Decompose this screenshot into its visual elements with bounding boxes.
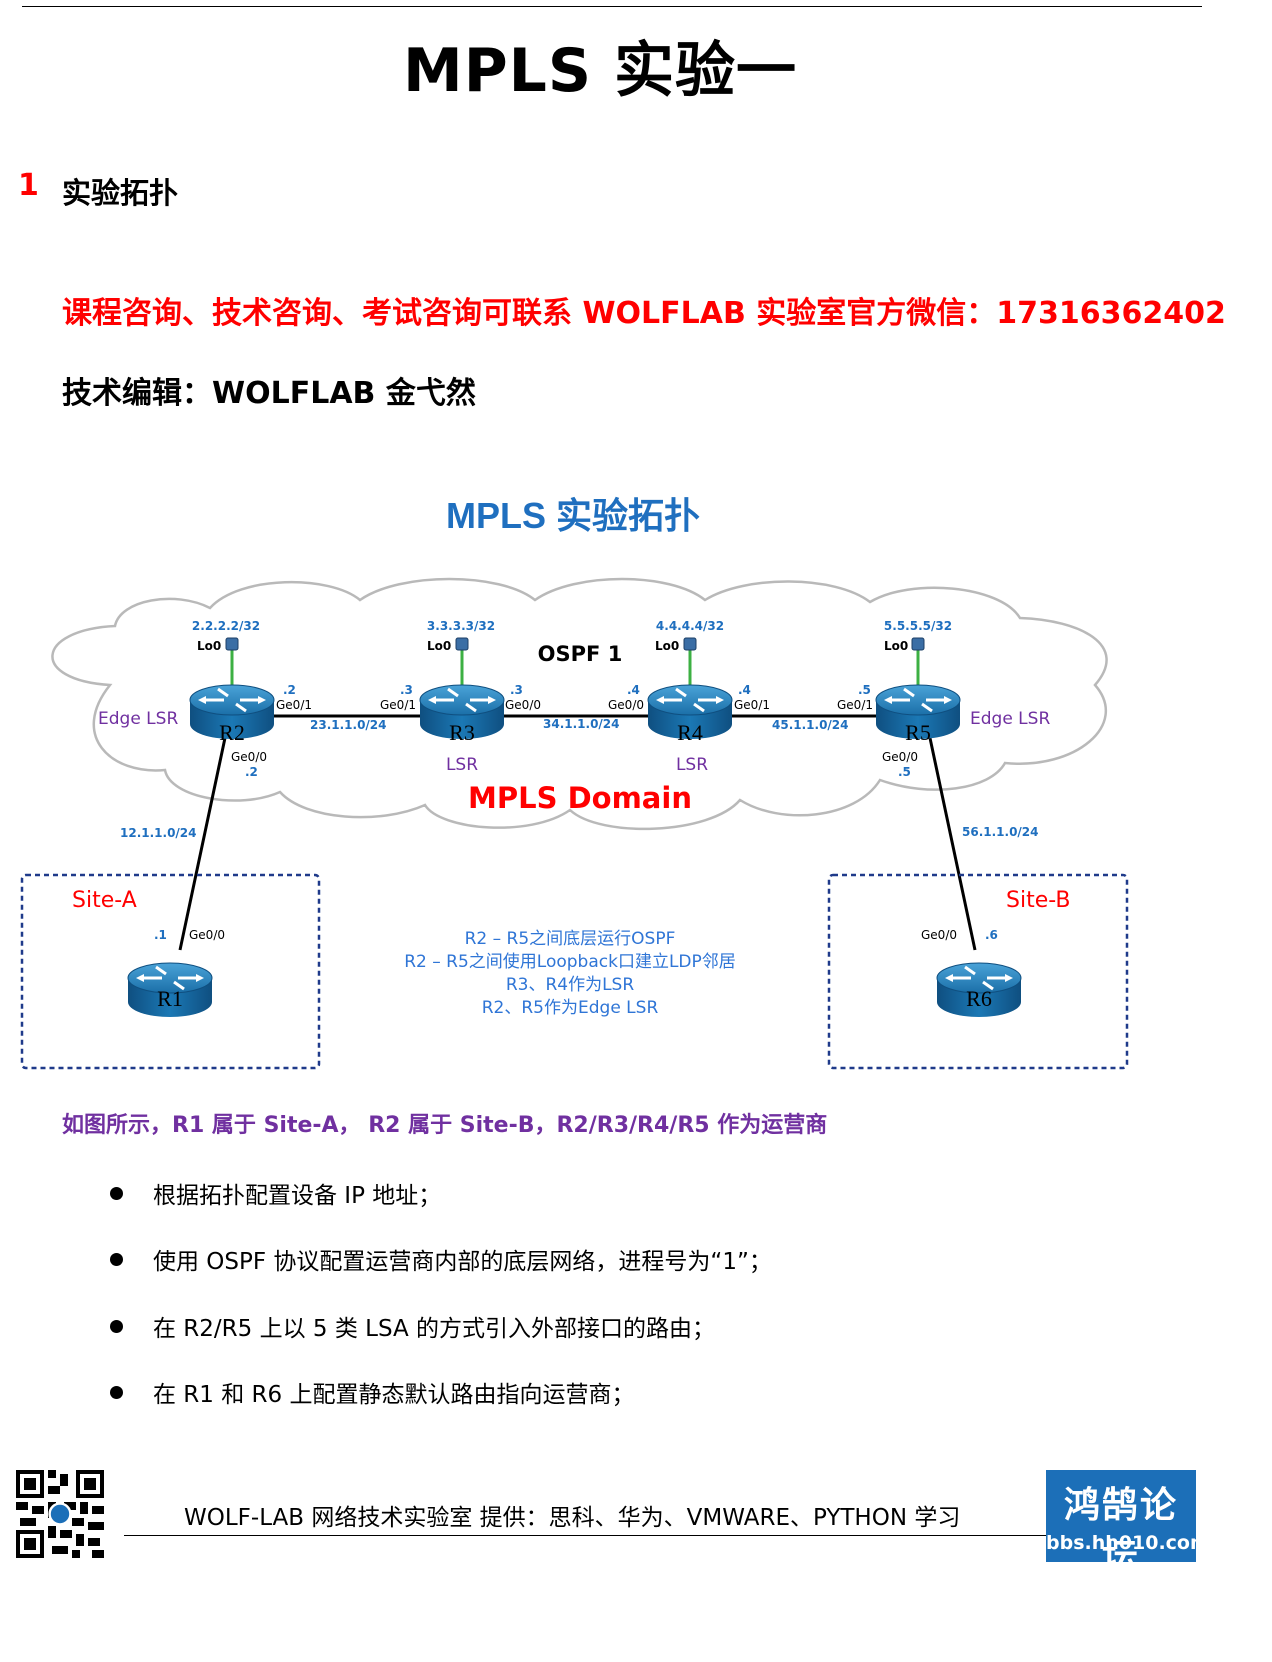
if-r5-ge01: Ge0/1 <box>837 698 873 712</box>
ip-r5-ge00: .5 <box>898 765 911 779</box>
site-b-box <box>827 873 1129 1070</box>
ip-r6-ge00: .6 <box>985 928 998 942</box>
if-r5-ge00: Ge0/0 <box>882 750 918 764</box>
ip-r4-ge00: .4 <box>627 683 640 697</box>
router-r3-label: R3 <box>449 720 475 745</box>
if-r3-ge00: Ge0/0 <box>505 698 541 712</box>
bullet-dot-icon <box>110 1252 123 1266</box>
router-r4-label: R4 <box>677 720 703 745</box>
subnet-r1-r2: 12.1.1.0/24 <box>120 826 197 840</box>
site-a-label: Site-A <box>72 888 137 913</box>
ip-r5-ge01: .5 <box>858 683 871 697</box>
footer-text: WOLF-LAB 网络技术实验室 提供：思科、华为、VMWARE、PYTHON … <box>184 1505 961 1531</box>
bullet-dot-icon <box>110 1319 123 1333</box>
ospf-cloud <box>51 577 1108 831</box>
loopback-r3-addr: 3.3.3.3/32 <box>427 619 495 633</box>
site-a-box <box>20 873 321 1070</box>
router-r2-label: R2 <box>219 720 245 745</box>
lo0-r5: Lo0 <box>884 639 908 653</box>
forum-logo: 鸿鹄论坛 bbs.hh010.com <box>1046 1470 1210 1578</box>
cloud-label: OSPF 1 <box>538 642 623 666</box>
bullet-text: 在 R2/R5 上以 5 类 LSA 的方式引入外部接口的路由； <box>153 1316 716 1342</box>
note-4: R2、R5作为Edge LSR <box>482 998 659 1018</box>
bullet-item: 根据拓扑配置设备 IP 地址； <box>110 1176 441 1210</box>
role-r3: LSR <box>446 755 478 775</box>
topology-diagram: MPLS 实验拓扑 OSPF 1 MPLS Domain R2 R3 R4 R5… <box>20 495 1129 1070</box>
contact-line: 课程咨询、技术咨询、考试咨询可联系 WOLFLAB 实验室官方微信：173163… <box>62 296 1226 331</box>
subnet-r4-r5: 45.1.1.0/24 <box>772 718 849 732</box>
bullet-item: 使用 OSPF 协议配置运营商内部的底层网络，进程号为“1”； <box>110 1242 772 1276</box>
logo-url: bbs.hh010.com <box>1046 1532 1210 1554</box>
section-title: 实验拓扑 <box>62 176 179 210</box>
lo0-r4: Lo0 <box>655 639 679 653</box>
site-b-label: Site-B <box>1006 888 1071 913</box>
ip-r2-ge01: .2 <box>283 683 296 697</box>
ip-r4-ge01: .4 <box>738 683 751 697</box>
logo-title: 鸿鹄论坛 <box>1063 1485 1178 1578</box>
subnet-r2-r3: 23.1.1.0/24 <box>310 718 387 732</box>
note-2: R2 – R5之间使用Loopback口建立LDP邻居 <box>404 951 736 972</box>
bullet-dot-icon <box>110 1186 123 1200</box>
bullet-text: 根据拓扑配置设备 IP 地址； <box>153 1183 442 1209</box>
router-r1-label: R1 <box>157 986 183 1011</box>
if-r6-ge00: Ge0/0 <box>921 928 957 942</box>
if-r2-ge00: Ge0/0 <box>231 750 267 764</box>
bullet-item: 在 R2/R5 上以 5 类 LSA 的方式引入外部接口的路由； <box>110 1309 715 1343</box>
diagram-caption: 如图所示，R1 属于 Site-A， R2 属于 Site-B，R2/R3/R4… <box>62 1113 828 1138</box>
router-r6-label: R6 <box>966 986 992 1011</box>
editor-line: 技术编辑：WOLFLAB 金弋然 <box>62 376 476 411</box>
bullet-text: 使用 OSPF 协议配置运营商内部的底层网络，进程号为“1”； <box>153 1249 772 1275</box>
role-r2: Edge LSR <box>98 709 178 729</box>
if-r3-ge01: Ge0/1 <box>380 698 416 712</box>
domain-label: MPLS Domain <box>468 781 692 815</box>
role-r5: Edge LSR <box>970 709 1050 729</box>
if-r4-ge01: Ge0/1 <box>734 698 770 712</box>
ip-r3-ge01: .3 <box>400 683 413 697</box>
bullet-text: 在 R1 和 R6 上配置静态默认路由指向运营商； <box>153 1382 635 1408</box>
if-r4-ge00: Ge0/0 <box>608 698 644 712</box>
loopback-r5-addr: 5.5.5.5/32 <box>884 619 952 633</box>
bullet-item: 在 R1 和 R6 上配置静态默认路由指向运营商； <box>110 1375 634 1409</box>
if-r1-ge00: Ge0/0 <box>189 928 225 942</box>
subnet-r5-r6: 56.1.1.0/24 <box>962 825 1039 839</box>
ip-r1-ge00: .1 <box>154 928 167 942</box>
qr-code-icon <box>16 1470 104 1558</box>
document-title: MPLS 实验一 <box>402 36 797 106</box>
note-3: R3、R4作为LSR <box>506 975 635 995</box>
lo0-r3: Lo0 <box>427 639 451 653</box>
loopback-r4-addr: 4.4.4.4/32 <box>656 619 724 633</box>
top-rule <box>22 6 1202 7</box>
ip-r2-ge00: .2 <box>245 765 258 779</box>
footer-rule <box>124 1535 1082 1536</box>
router-r5-label: R5 <box>905 720 931 745</box>
diagram-title: MPLS 实验拓扑 <box>446 495 700 536</box>
note-1: R2 – R5之间底层运行OSPF <box>465 929 676 949</box>
section-number: 1 <box>18 168 39 203</box>
role-r4: LSR <box>676 755 708 775</box>
ip-r3-ge00: .3 <box>510 683 523 697</box>
bullet-dot-icon <box>110 1385 123 1399</box>
subnet-r3-r4: 34.1.1.0/24 <box>543 717 620 731</box>
if-r2-ge01: Ge0/1 <box>276 698 312 712</box>
lo0-r2: Lo0 <box>197 639 221 653</box>
loopback-r2-addr: 2.2.2.2/32 <box>192 619 260 633</box>
